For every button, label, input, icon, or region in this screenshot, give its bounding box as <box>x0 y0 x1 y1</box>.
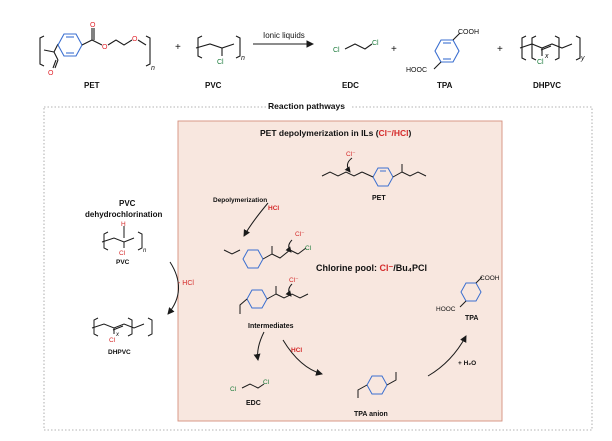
pool-label: Chlorine pool: Cl⁻/Bu₄PCl <box>316 263 427 273</box>
tpa-cooh: COOH <box>458 29 479 36</box>
left-title-2: dehydrochlorination <box>85 210 162 219</box>
water-label: + H₂O <box>458 360 476 367</box>
dhpvc-label: DHPVC <box>533 81 561 90</box>
pet-panel-title: PET depolymerization in ILs (Cl⁻/HCl) <box>260 128 412 138</box>
int-cl: Cl <box>305 245 312 252</box>
pet-o-lower: O <box>48 70 54 77</box>
pet-label: PET <box>84 81 100 90</box>
edc-arrow <box>253 331 265 361</box>
tpa-label: TPA <box>437 81 453 90</box>
int2-cl-minus: Cl⁻ <box>289 277 299 284</box>
dhpvc-cl: Cl <box>537 59 544 66</box>
pvc-n: n <box>241 55 245 62</box>
edc-cl-a: Cl <box>230 386 237 393</box>
tpa-hooc: HOOC <box>406 67 427 74</box>
edc-cl-left: Cl <box>333 47 340 54</box>
edc-cl-right: Cl <box>372 40 379 47</box>
pet-panel-labels: Cl⁻ PET Depolymerization HCl Cl⁻ Cl Cl⁻ … <box>213 151 500 418</box>
plus-3: + <box>497 44 503 55</box>
hcl-lower: HCl <box>291 347 302 354</box>
water-arrow <box>427 335 467 377</box>
pet-o-ester: O <box>102 44 108 51</box>
edc-structure <box>344 43 373 50</box>
pet-n: n <box>151 65 155 72</box>
tpa-anion-label: TPA anion <box>354 411 388 418</box>
panel-tpa-label: TPA <box>465 315 478 322</box>
pvc-cl: Cl <box>217 59 224 66</box>
minus-hcl-arrow <box>167 261 179 315</box>
condition-text: Ionic liquids <box>263 31 305 40</box>
left-title-1: PVC <box>119 199 136 208</box>
pet-panel-structures <box>223 157 483 398</box>
left-pvc-label: PVC <box>116 259 130 266</box>
panel-edc-label: EDC <box>246 400 261 407</box>
top-labels: n O O O O PET + Cl n PVC Ionic liquids C… <box>48 22 585 90</box>
left-x: x <box>115 332 120 338</box>
hcl-top: HCl <box>268 205 279 212</box>
tpa-structure <box>433 32 461 70</box>
left-dh-cl: Cl <box>109 337 116 344</box>
left-dhpvc-label: DHPVC <box>108 349 131 356</box>
pet-structure <box>39 28 151 69</box>
pvc-label: PVC <box>205 81 222 90</box>
dhpvc-structure <box>519 35 581 61</box>
panel-tpa-hooc: HOOC <box>436 306 456 313</box>
dhpvc-y: y <box>580 55 585 62</box>
pvc-structure <box>195 35 241 59</box>
panel-tpa-cooh: COOH <box>480 275 500 282</box>
dhpvc-x: x <box>544 53 549 60</box>
pvc-dehydro <box>91 226 179 337</box>
panel-cl-minus-top: Cl⁻ <box>346 151 356 158</box>
int-cl-minus: Cl⁻ <box>295 231 305 238</box>
hcl-arrow <box>282 339 323 376</box>
pet-o-ether: O <box>132 36 138 43</box>
pathways-title-bg <box>266 100 350 112</box>
plus-1: + <box>175 42 181 53</box>
minus-hcl-label: - HCl <box>178 280 194 287</box>
left-h: H <box>121 221 126 228</box>
top-reaction <box>39 28 581 70</box>
depoly-label: Depolymerization <box>213 197 267 204</box>
depoly-arrow <box>243 202 269 237</box>
edc-label: EDC <box>342 81 359 90</box>
pathways-title: Reaction pathways <box>268 101 345 111</box>
pet-panel <box>177 120 503 422</box>
pvc-dehydro-labels: PVC dehydrochlorination H Cl n PVC - HCl… <box>85 199 194 356</box>
left-cl: Cl <box>119 250 126 257</box>
plus-2: + <box>391 44 397 55</box>
left-n: n <box>143 248 147 254</box>
pet-o-carbonyl: O <box>90 22 96 29</box>
panel-pet-label: PET <box>372 195 386 202</box>
intermediates-label: Intermediates <box>248 323 294 330</box>
edc-cl-b: Cl <box>263 379 270 386</box>
